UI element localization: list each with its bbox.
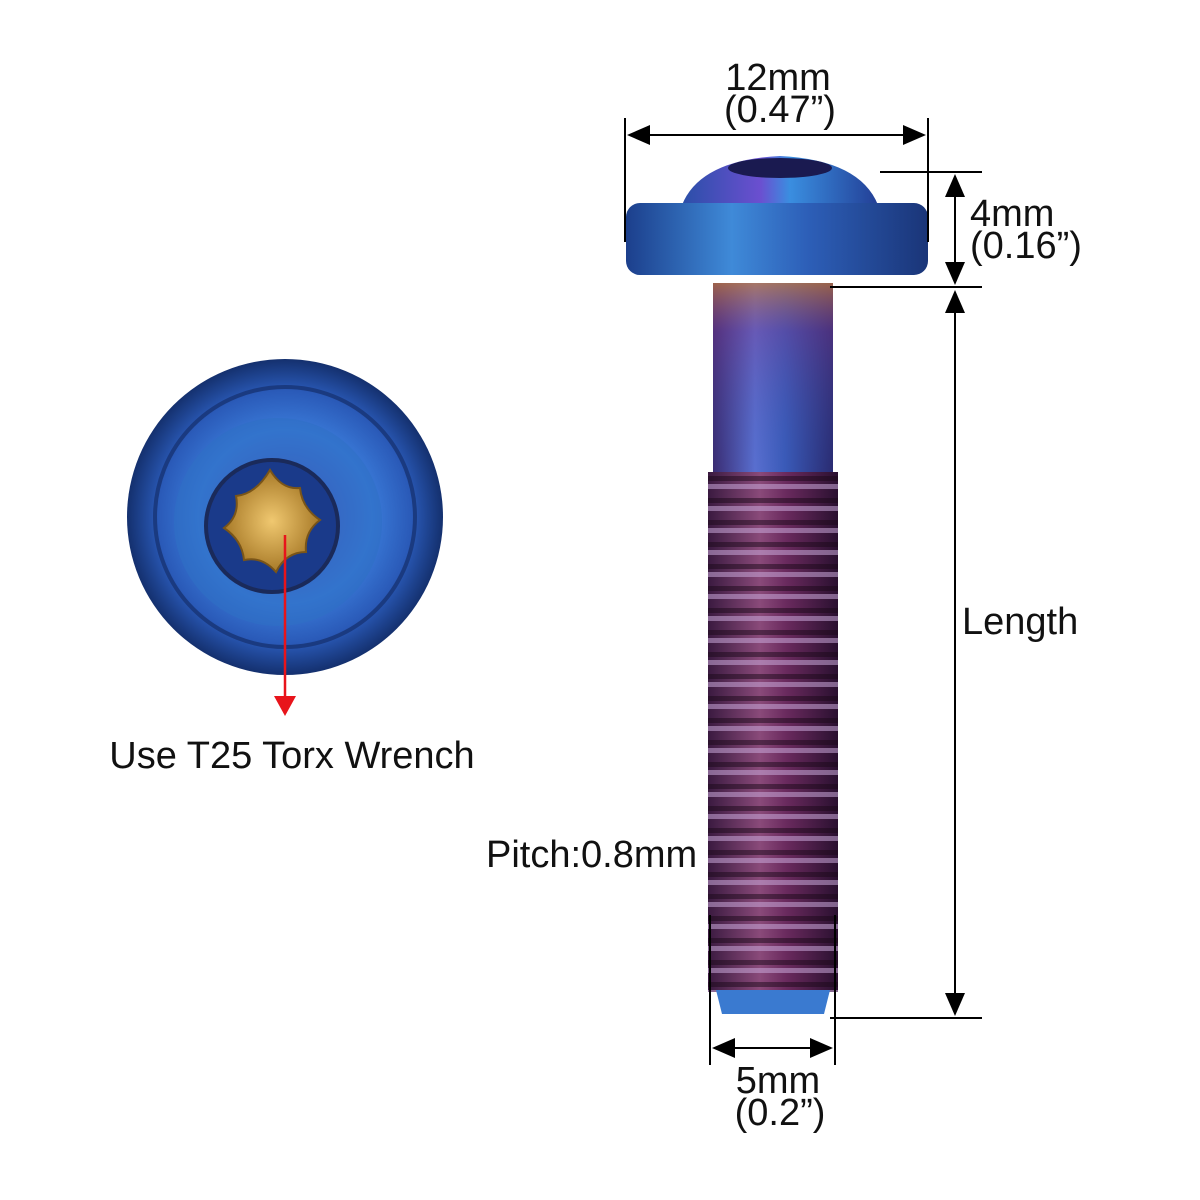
thread-diameter-metric: 5mm	[736, 1060, 820, 1102]
arrow-down-icon	[945, 993, 965, 1016]
red-arrowhead-icon	[274, 696, 296, 716]
arrow-left-icon	[627, 125, 650, 145]
head-diameter-metric: 12mm	[725, 57, 831, 99]
length-label: Length	[962, 601, 1078, 643]
bolt-tip	[716, 990, 830, 1014]
head-diameter-imperial: (0.47”)	[724, 89, 836, 131]
bolt-side-view	[626, 156, 928, 1014]
dimension-lines	[624, 118, 982, 1065]
thread-diameter-imperial: (0.2”)	[735, 1092, 826, 1134]
arrow-right-icon	[810, 1038, 833, 1058]
bolt-head-flange	[626, 203, 928, 275]
torx-wrench-caption: Use T25 Torx Wrench	[109, 735, 474, 777]
arrow-up-icon	[945, 290, 965, 313]
head-height-metric: 4mm	[970, 193, 1054, 235]
arrow-up-icon	[945, 174, 965, 197]
torx-socket-top	[728, 158, 832, 178]
torx-recess-icon	[222, 468, 322, 574]
head-top-view: Use T25 Torx Wrench	[109, 359, 475, 777]
head-height-imperial: (0.16”)	[970, 225, 1082, 267]
arrow-right-icon	[903, 125, 926, 145]
pitch-label: Pitch:0.8mm	[486, 834, 697, 876]
arrow-left-icon	[712, 1038, 735, 1058]
dimension-arrowheads	[627, 125, 965, 1058]
arrow-down-icon	[945, 262, 965, 285]
